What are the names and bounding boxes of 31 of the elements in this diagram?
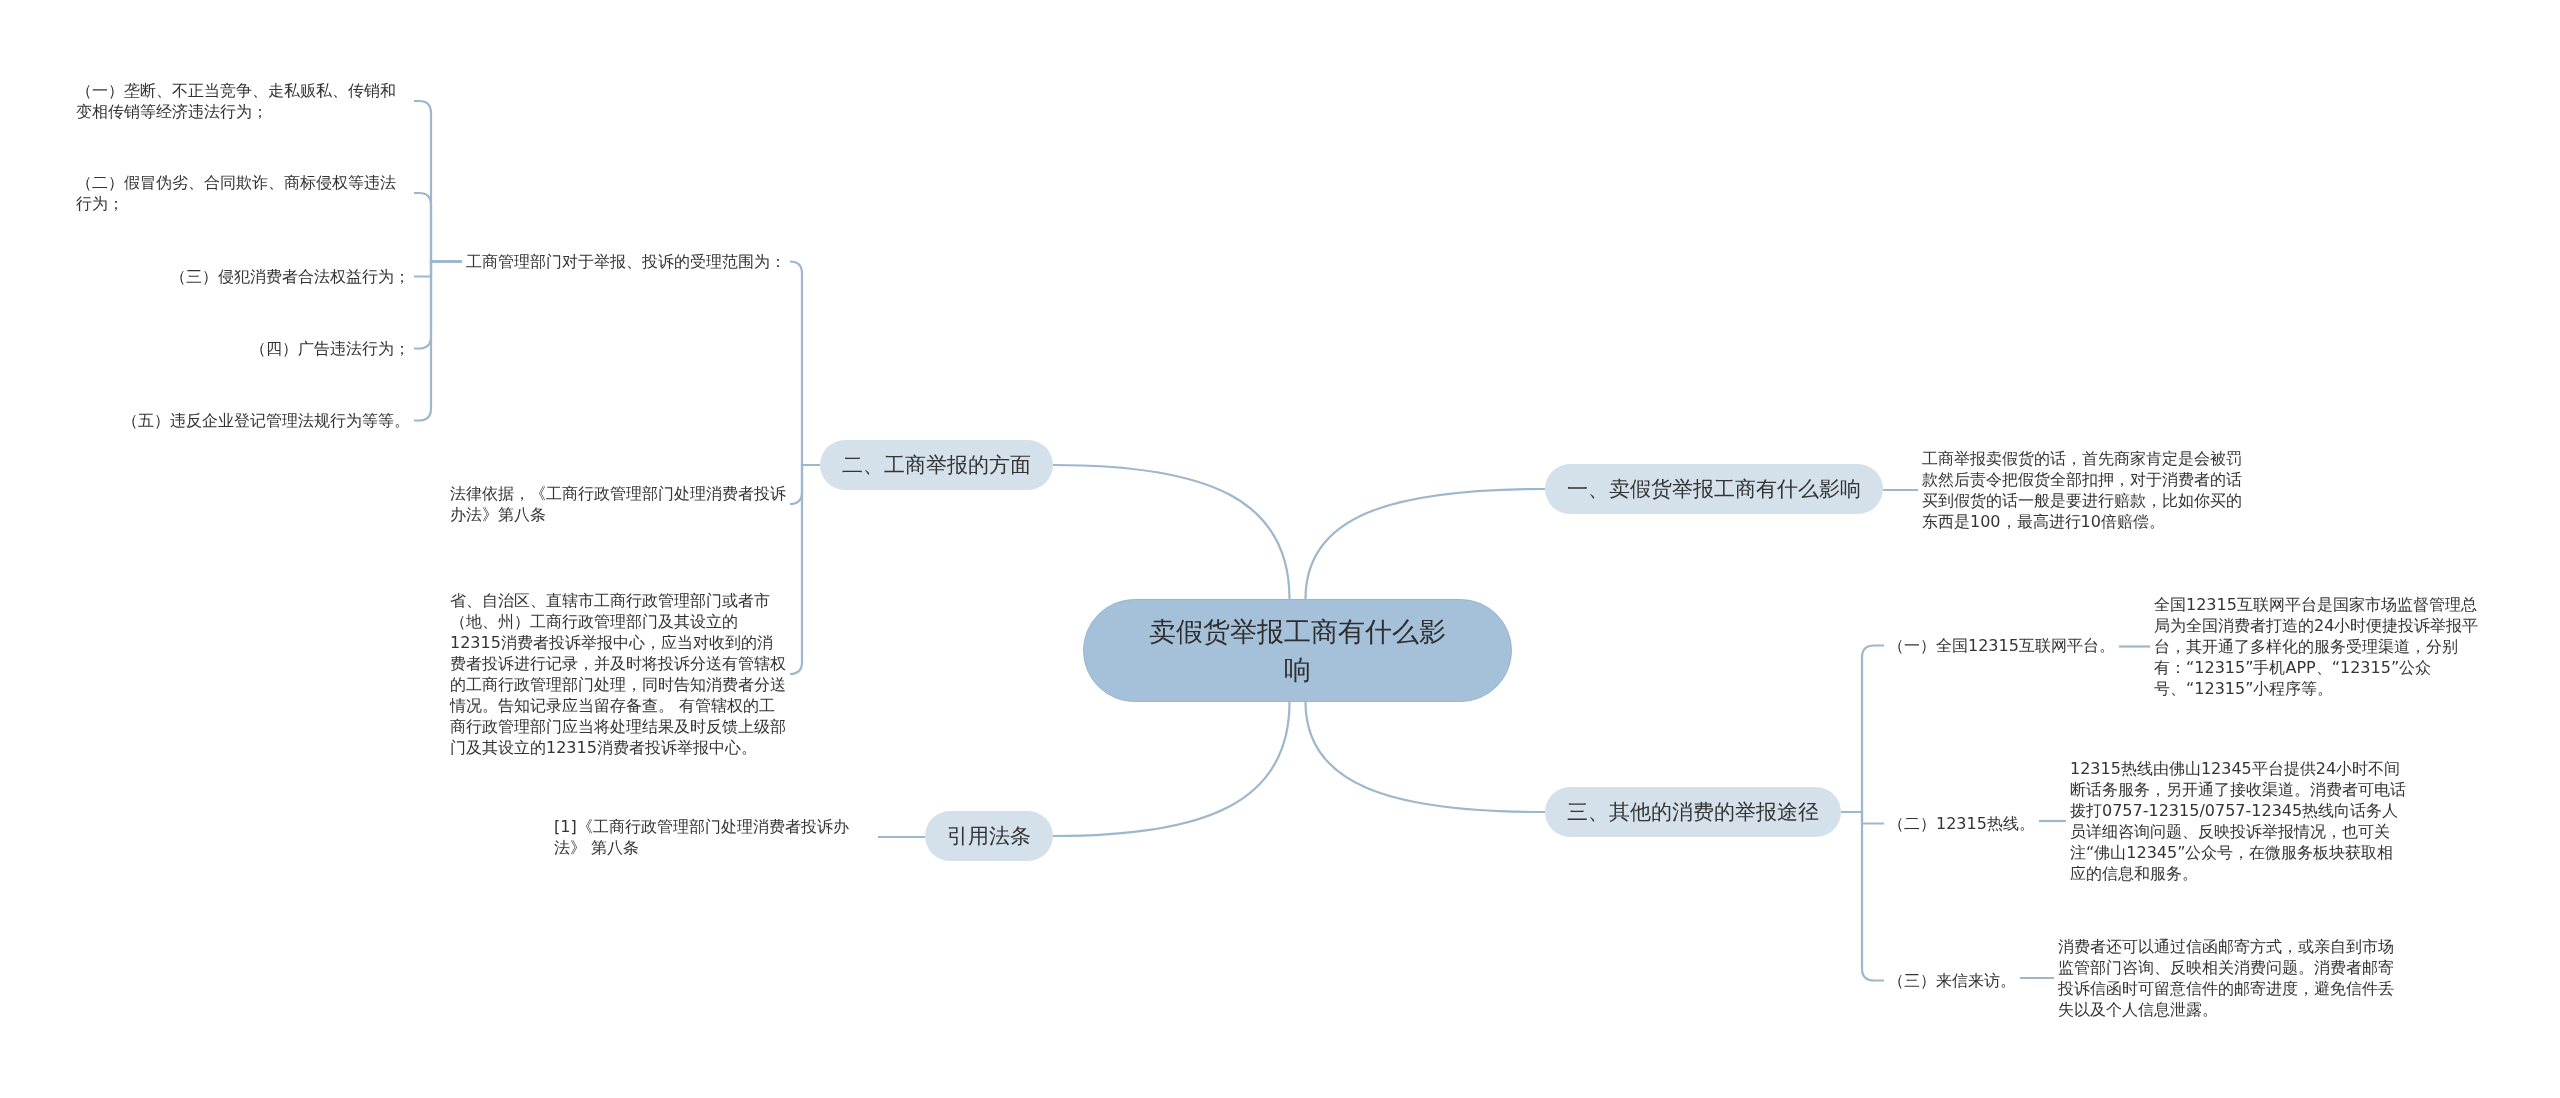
subtopic-text: （三）来信来访。 <box>1884 968 2020 993</box>
topic-pill: 引用法条 <box>925 811 1053 861</box>
connector-line <box>1304 701 1545 814</box>
connector-line <box>878 835 925 839</box>
note-text: 全国12315互联网平台是国家市场监督管理总局为全国消费者打造的24小时便捷投诉举报平台，其开通了多样化的服务受理渠道，分别有：“12315”手机APP、“12315”公众号、“12315”小程序等。 <box>2150 592 2494 701</box>
subtopic-text: （一）垄断、不正当竞争、走私贩私、传销和变相传销等经济违法行为； <box>72 78 414 124</box>
connector-line <box>2039 819 2066 823</box>
connector-line <box>788 463 820 676</box>
note-text: 消费者还可以通过信函邮寄方式，或亲自到市场监管部门咨询、反映相关消费问题。消费者邮寄投诉信函时可留意信件的邮寄进度，避免信件丢失以及个人信息泄露。 <box>2054 934 2398 1022</box>
note-text: 法律依据，《工商行政管理部门处理消费者投诉办法》第八条 <box>446 481 790 527</box>
subtopic-text: （二）假冒伪劣、合同欺诈、商标侵权等违法行为； <box>72 170 414 216</box>
subtopic-text: （五）违反企业登记管理法规行为等等。 <box>118 408 414 433</box>
note-text: 省、自治区、直辖市工商行政管理部门或者市（地、州）工商行政管理部门及其设立的12315消费者投诉举报中心，应当对收到的消费者投诉进行记录，并及时将投诉分送有管辖权的工商行政管理部门处理，同时告知消费者分送情况。告知记录应当留存备查。 有管辖权的工商行政管理部门应当将处理结果及时反馈上级部门及其设立的12315消费者投诉举报中心。 <box>446 588 790 760</box>
subtopic-text: （三）侵犯消费者合法权益行为； <box>166 264 414 289</box>
topic-pill: 三、其他的消费的举报途径 <box>1545 787 1841 837</box>
connector-line <box>1052 463 1291 600</box>
subtopic-text: （二）12315热线。 <box>1884 811 2039 836</box>
connector-line <box>2020 976 2054 980</box>
subtopic-text: （四）广告违法行为； <box>246 336 414 361</box>
topic-pill: 二、工商举报的方面 <box>820 440 1053 490</box>
note-text: 12315热线由佛山12345平台提供24小时不间断话务服务，另开通了接收渠道。消费者可电话拨打0757-12315/0757-12345热线向话务人员详细咨询问题、反映投诉举报情况，也可关注“佛山12345”公众号，在微服务板块获取相应的信息和服务。 <box>2066 756 2410 886</box>
connector-line <box>1304 487 1545 600</box>
connector-line <box>2119 645 2150 648</box>
topic-pill: 一、卖假货举报工商有什么影响 <box>1545 464 1883 514</box>
note-text: [1]《工商行政管理部门处理消费者投诉办法》 第八条 <box>550 814 878 860</box>
connector-line <box>1052 701 1291 838</box>
subtopic-text: 工商管理部门对于举报、投诉的受理范围为： <box>462 249 790 274</box>
connector-line <box>1883 488 1918 492</box>
central-topic-box: 卖假货举报工商有什么影响 <box>1083 599 1512 702</box>
subtopic-text: （一）全国12315互联网平台。 <box>1884 633 2119 658</box>
note-text: 工商举报卖假货的话，首先商家肯定是会被罚款然后责令把假货全部扣押，对于消费者的话买到假货的话一般是要进行赔款，比如你买的东西是100，最高进行10倍赔偿。 <box>1918 446 2260 534</box>
